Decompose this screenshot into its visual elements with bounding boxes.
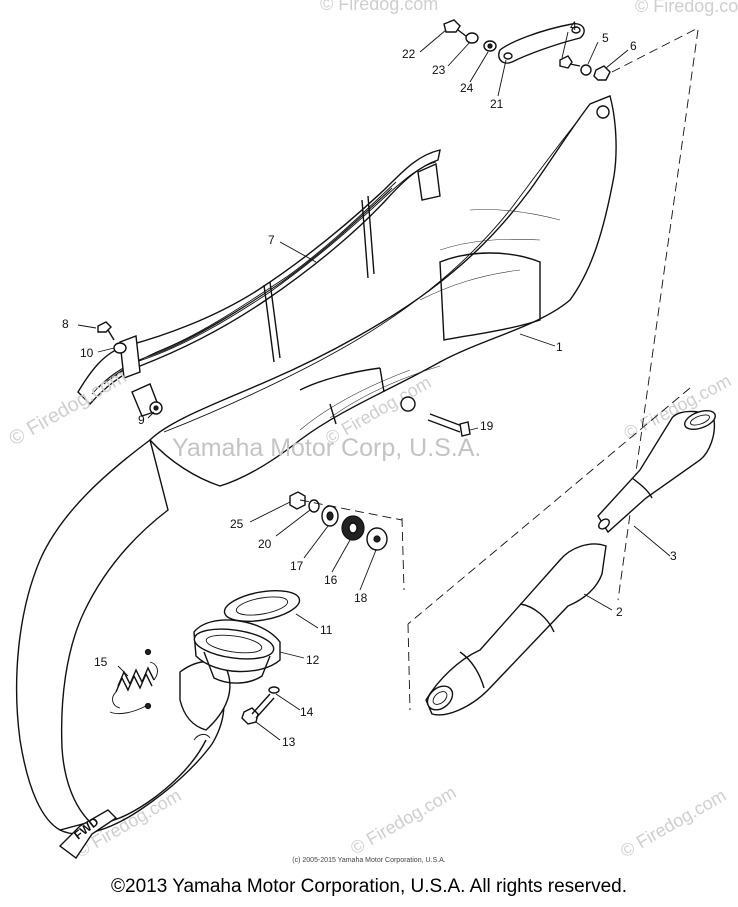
yamaha-watermark: Yamaha Motor Corp, U.S.A. — [172, 434, 481, 462]
part-16-damper — [341, 515, 365, 541]
callout-2: 2 — [616, 605, 623, 619]
callout-24: 24 — [460, 81, 474, 95]
watermark-bottom-right: © Firedog.com — [617, 785, 729, 861]
part-23-washer — [465, 32, 479, 44]
callout-8: 8 — [62, 317, 69, 331]
part-12-flange-joint — [193, 619, 281, 684]
part-24-collar — [483, 40, 497, 52]
part-13-bolt — [241, 693, 275, 725]
callout-12: 12 — [306, 653, 320, 667]
callout-25: 25 — [230, 517, 244, 531]
part-22-bolt — [443, 19, 467, 37]
callout-numbers: 22 23 24 21 4 5 6 7 8 10 9 1 19 25 20 17… — [62, 19, 677, 749]
callout-1: 1 — [556, 340, 563, 354]
part-2-silencer — [425, 543, 607, 716]
callout-13: 13 — [282, 735, 296, 749]
callout-4: 4 — [570, 19, 577, 33]
part-8-bolt — [97, 321, 115, 341]
callout-14: 14 — [300, 705, 314, 719]
callout-19: 19 — [480, 419, 494, 433]
callout-21: 21 — [490, 97, 504, 111]
assembly-axis — [617, 29, 699, 601]
callout-9: 9 — [138, 413, 145, 427]
callout-20: 20 — [258, 537, 272, 551]
callout-17: 17 — [290, 559, 304, 573]
part-4-bolt — [559, 55, 581, 69]
watermark-top: © Firedog.com — [320, 0, 438, 14]
footer-copyright: ©2013 Yamaha Motor Corporation, U.S.A. A… — [111, 876, 627, 897]
part-3-tail-pipe — [597, 410, 716, 534]
watermark-top-right: © Firedog.com — [635, 0, 738, 16]
callout-22: 22 — [402, 47, 416, 61]
part-5-washer — [580, 64, 592, 76]
part-1-muffler-body — [149, 95, 617, 487]
part-11-gasket — [223, 590, 301, 622]
callout-7: 7 — [268, 233, 275, 247]
part-20-washer — [308, 499, 320, 513]
firedog-watermark-left: © Firedog.com — [6, 366, 131, 451]
part-15-spring — [112, 661, 158, 709]
part-19-bolt — [427, 413, 471, 437]
callout-3: 3 — [670, 549, 677, 563]
part-9-grommet — [149, 401, 163, 415]
footer-small-copyright: (c) 2005-2015 Yamaha Motor Corporation, … — [292, 857, 446, 864]
part-7-heat-guard — [77, 149, 441, 417]
part-14-lock-washer — [268, 686, 280, 694]
callout-23: 23 — [432, 63, 446, 77]
callout-15: 15 — [94, 655, 108, 669]
callout-6: 6 — [630, 39, 637, 53]
callout-18: 18 — [354, 591, 368, 605]
callout-16: 16 — [324, 573, 338, 587]
part-17-collar — [321, 505, 339, 527]
callout-10: 10 — [80, 346, 94, 360]
part-25-nut — [289, 491, 306, 510]
part-6-nut — [593, 65, 611, 81]
leader-lines — [77, 29, 671, 741]
watermark-lower: © Firedog.com — [347, 782, 459, 858]
callout-11: 11 — [320, 623, 333, 637]
part-18-washer — [366, 527, 388, 551]
callout-5: 5 — [602, 31, 609, 45]
part-10-washer — [113, 342, 127, 354]
